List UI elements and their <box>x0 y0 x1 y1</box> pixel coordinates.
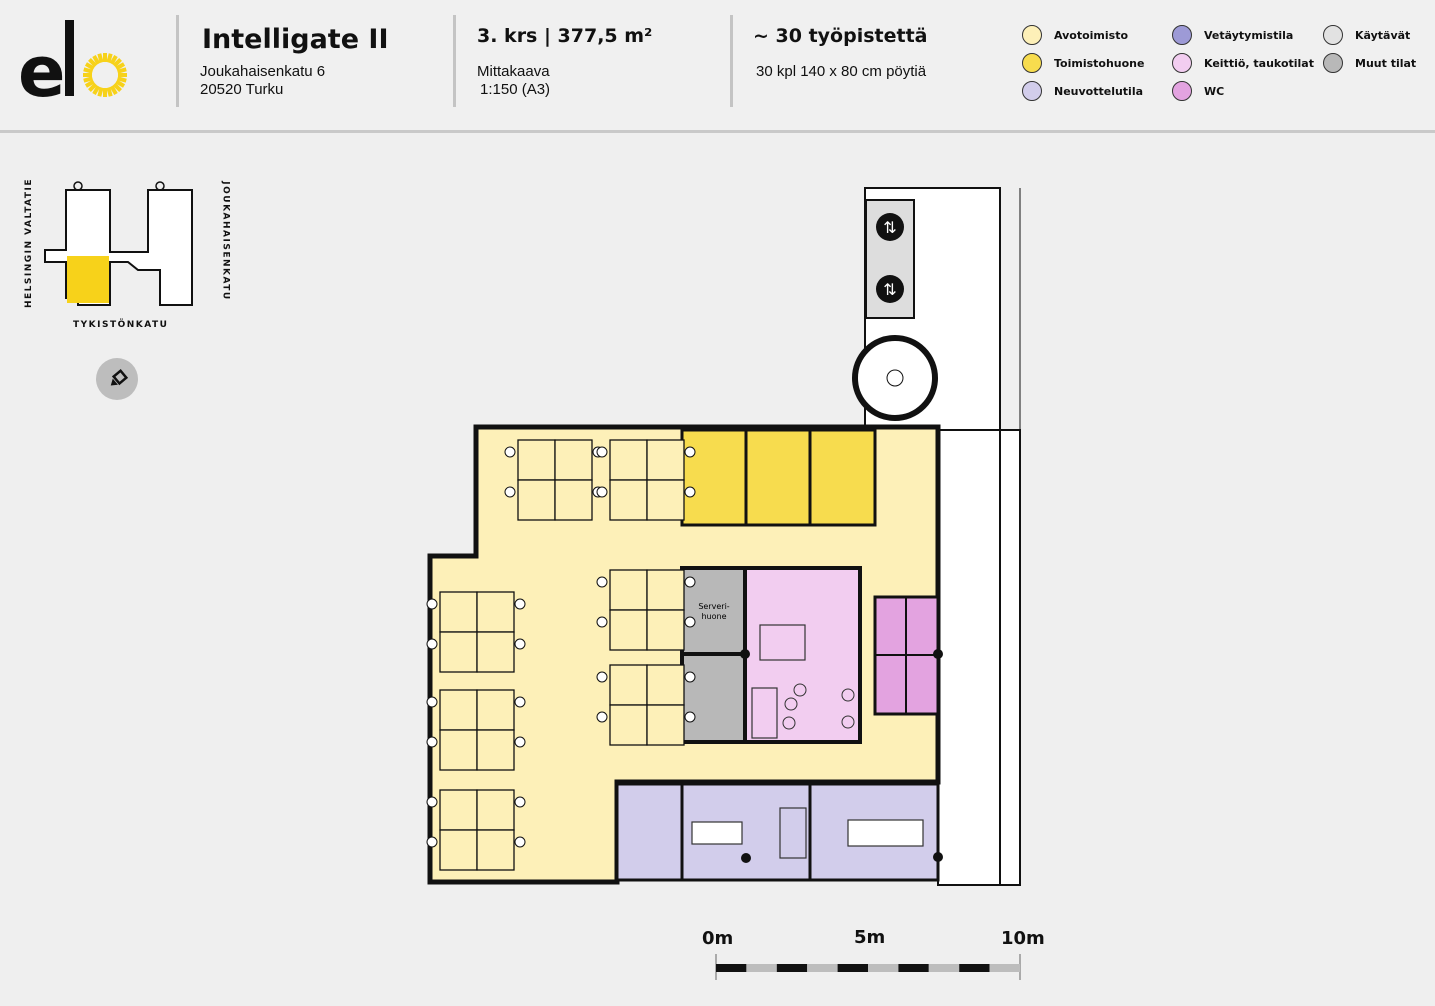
legend-label: Avotoimisto <box>1054 28 1129 42</box>
elevator-icon <box>876 275 904 303</box>
legend-item: Vetäytymistila <box>1172 25 1293 45</box>
meeting-room <box>615 782 684 882</box>
legend-item: Toimistohuone <box>1022 53 1144 73</box>
address-line2: 20520 Turku <box>200 81 284 98</box>
highlighted-section <box>67 256 109 303</box>
scale-value: 1:150 (A3) <box>480 81 551 98</box>
scale-label-0: 0m <box>702 928 734 949</box>
spiral-staircase <box>852 335 938 421</box>
desk-cluster <box>596 569 696 651</box>
legend-item: Avotoimisto <box>1022 25 1128 45</box>
scale-bar-graphic <box>715 954 1021 980</box>
scale-segment <box>807 964 838 972</box>
server-room-label: Serveri- <box>698 602 729 611</box>
kitchen-table <box>759 624 806 661</box>
divider <box>730 15 733 107</box>
desk-count: 30 kpl 140 x 80 cm pöytiä <box>756 63 927 80</box>
storage-room <box>680 652 747 744</box>
building-name: Intelligate II <box>202 24 389 55</box>
desk-cluster <box>596 439 696 521</box>
desk-cluster <box>426 689 526 771</box>
sofa <box>779 807 807 859</box>
scale-segment <box>898 964 929 972</box>
legend-label: Keittiö, taukotilat <box>1204 56 1314 70</box>
legend-item: Muut tilat <box>1323 53 1416 73</box>
legend-swatch <box>1172 25 1192 45</box>
divider <box>453 15 456 107</box>
office-room <box>744 428 812 527</box>
legend-swatch <box>1022 81 1042 101</box>
scale-label-10: 10m <box>1001 928 1045 949</box>
svg-text:⇅: ⇅ <box>883 280 896 299</box>
elevator-icon <box>876 213 904 241</box>
scale-segment <box>959 964 990 972</box>
legend-item: Käytävät <box>1323 25 1410 45</box>
legend-swatch <box>1323 25 1343 45</box>
legend-swatch <box>1172 81 1192 101</box>
legend-label: Neuvottelutila <box>1054 84 1144 98</box>
address-line1: Joukahaisenkatu 6 <box>200 63 326 80</box>
header: e Intelligate II Joukahaisenkatu 6 20520… <box>0 0 1435 133</box>
legend-label: Käytävät <box>1355 28 1411 42</box>
scale-segment <box>746 964 777 972</box>
legend-item: WC <box>1172 81 1224 101</box>
office-room <box>680 428 748 527</box>
legend-label: Muut tilat <box>1355 56 1417 70</box>
scale-label-5: 5m <box>854 927 886 948</box>
legend-item: Neuvottelutila <box>1022 81 1143 101</box>
desk-cluster <box>596 664 696 746</box>
scale-segment <box>776 964 808 972</box>
scale-segment <box>928 964 960 972</box>
floor-area: 3. krs | 377,5 m² <box>477 25 653 47</box>
compass-icon <box>96 358 138 400</box>
legend-label: Toimistohuone <box>1054 56 1145 70</box>
meeting-table <box>691 821 743 845</box>
legend-swatch <box>1172 53 1192 73</box>
legend-item: Keittiö, taukotilat <box>1172 53 1314 73</box>
svg-text:⇅: ⇅ <box>883 218 896 237</box>
legend-label: Vetäytymistila <box>1204 28 1294 42</box>
building-outline <box>44 181 193 306</box>
scale-segment <box>837 964 868 972</box>
meeting-table <box>847 819 924 847</box>
divider <box>176 15 179 107</box>
scale-segment <box>868 964 899 972</box>
workstations: ~ 30 työpistettä <box>753 25 928 47</box>
corridor <box>937 429 1021 886</box>
desk-cluster <box>504 439 604 521</box>
legend-swatch <box>1323 53 1343 73</box>
legend-swatch <box>1022 25 1042 45</box>
sofa <box>751 687 778 739</box>
office-room <box>808 428 877 527</box>
legend-swatch <box>1022 53 1042 73</box>
legend-label: WC <box>1204 84 1225 98</box>
street-label-south: TYKISTÖNKATU <box>73 320 169 330</box>
server-room-label: huone <box>701 612 726 621</box>
scale-segment <box>716 964 747 972</box>
desk-cluster <box>426 789 526 871</box>
scale-label: Mittakaava <box>477 63 550 80</box>
desk-cluster <box>426 591 526 673</box>
scale-segment <box>989 964 1020 972</box>
